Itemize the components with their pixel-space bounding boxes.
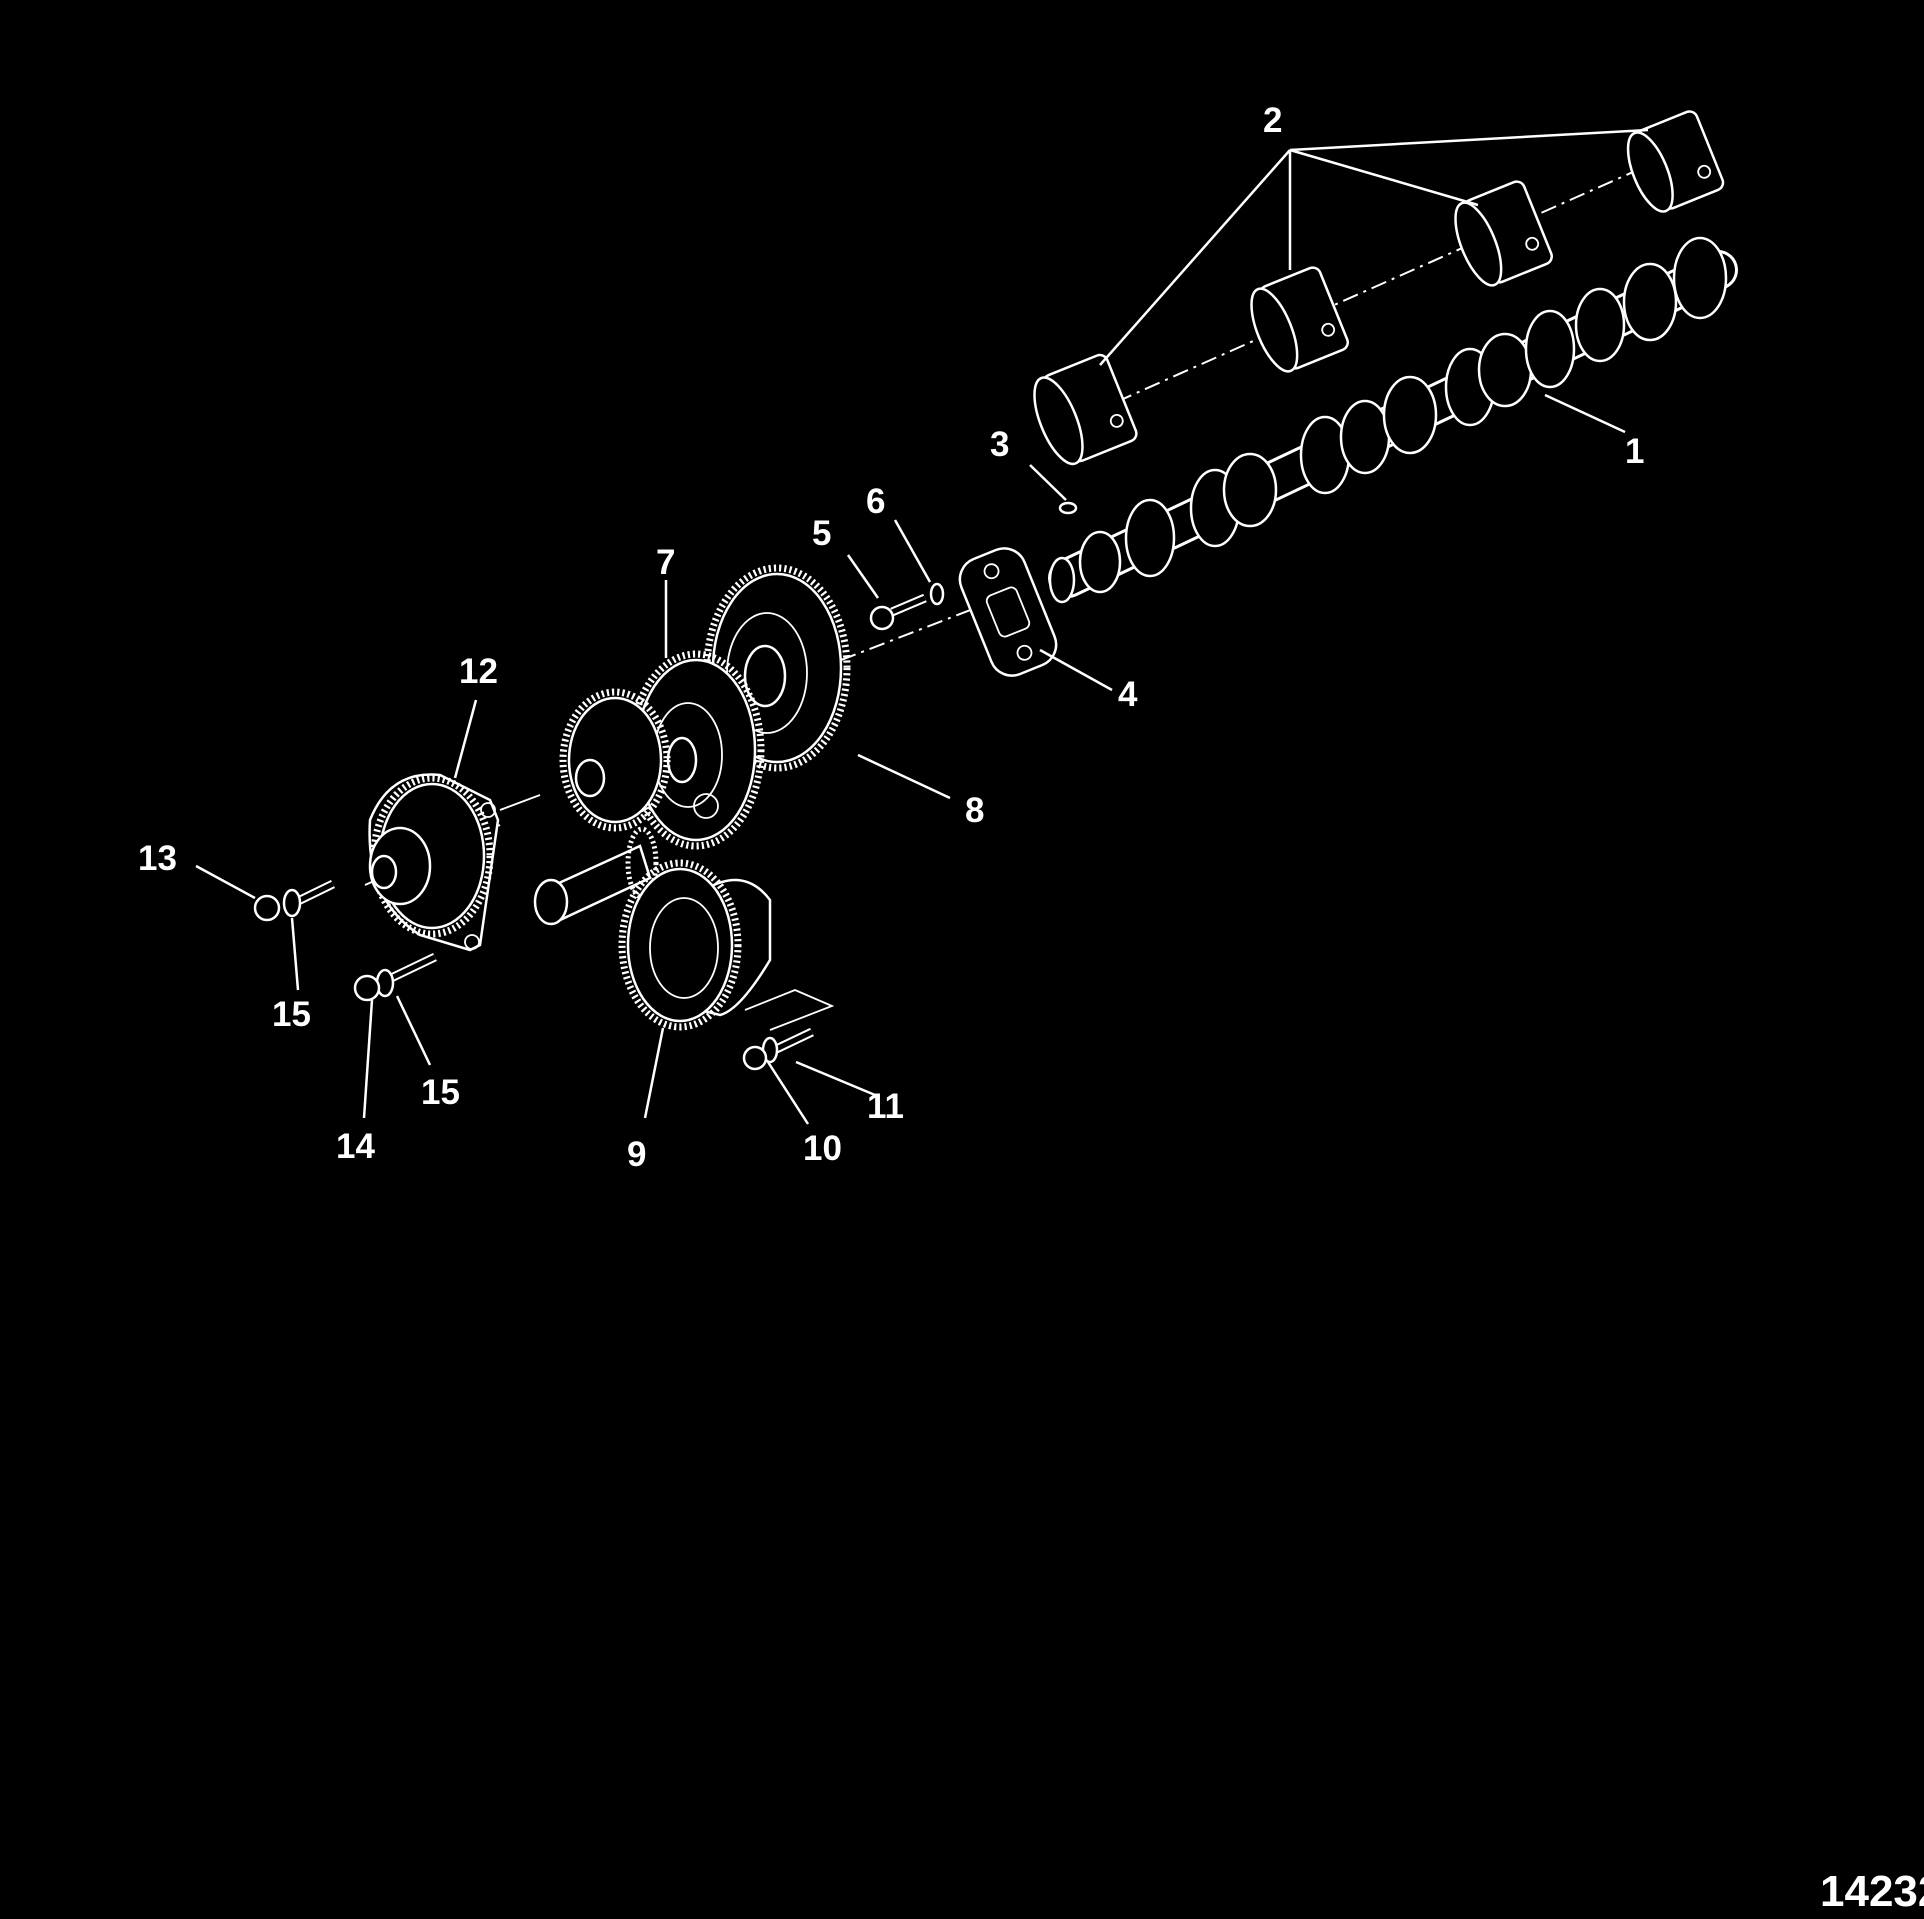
callout-6: 6: [866, 482, 885, 521]
callout-labels: 1 2 3 4 5 6 7 8 9 10 11 12 13 14 15 15: [138, 101, 1644, 1174]
lock-washer: [929, 582, 945, 606]
callout-3: 3: [990, 425, 1009, 464]
cam-bearings: [1033, 110, 1725, 466]
figure-number: 14232: [1820, 1867, 1924, 1916]
callout-9: 9: [627, 1135, 646, 1174]
callout-4: 4: [1118, 675, 1138, 714]
callout-15-lower: 15: [421, 1073, 460, 1112]
leader-lines: [195, 128, 1649, 1125]
thrust-plate-bolt: [869, 593, 927, 631]
woodruff-key: [1058, 501, 1078, 515]
pump-bolt: [742, 1027, 814, 1071]
pump-drive-gear: [559, 688, 671, 832]
callout-13: 13: [138, 839, 177, 878]
drive-shaft: [533, 826, 659, 926]
cam-bearing: [1626, 110, 1725, 213]
bearing-axis-line: [1059, 159, 1661, 428]
callout-14: 14: [336, 1127, 375, 1166]
cover-bolt-lower: [353, 952, 437, 1002]
front-cover: [368, 773, 541, 952]
callout-5: 5: [812, 514, 831, 553]
callout-7: 7: [656, 543, 675, 582]
callout-8: 8: [965, 791, 984, 830]
assembly-axis-lines: [364, 159, 1661, 886]
callout-11: 11: [867, 1087, 904, 1126]
camshaft: [1048, 236, 1738, 604]
cam-bearing: [1454, 180, 1553, 287]
callout-2: 2: [1263, 101, 1282, 140]
camshaft-nose: [1048, 556, 1076, 604]
cam-bearing: [1250, 266, 1349, 373]
thrust-plate: [958, 547, 1058, 677]
cam-bearing: [1033, 353, 1138, 466]
pump-gear-housing: [618, 859, 835, 1031]
callout-1: 1: [1625, 432, 1644, 471]
callout-12: 12: [459, 652, 498, 691]
cover-bolt-upper: [253, 879, 335, 922]
cam-lobes: [1078, 236, 1728, 594]
callout-10: 10: [803, 1129, 842, 1168]
callout-15-upper: 15: [272, 995, 311, 1034]
